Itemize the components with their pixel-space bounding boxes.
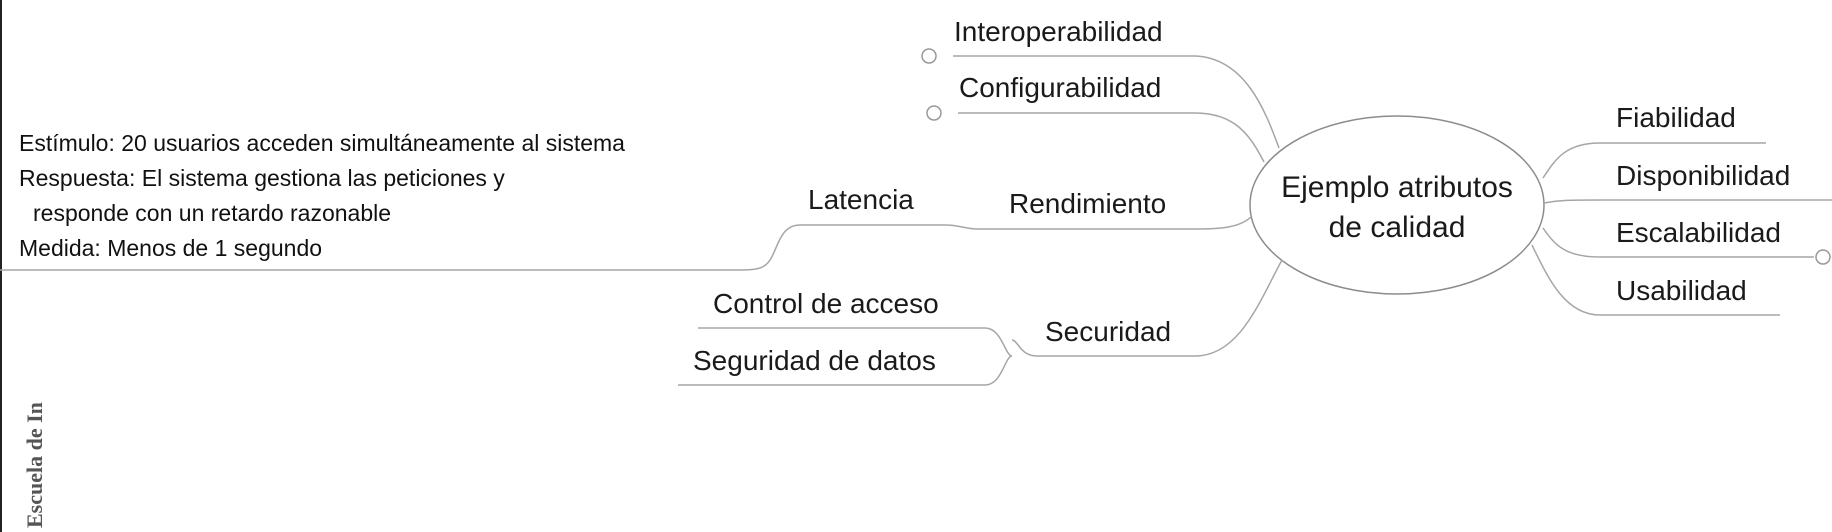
connector-fiabilidad — [1542, 142, 1766, 179]
connector-escalabilidad — [1542, 227, 1814, 258]
topic-escalabilidad[interactable]: Escalabilidad — [1616, 217, 1781, 248]
central-topic-ellipse — [1249, 115, 1545, 295]
connector-disponibilidad — [1543, 199, 1832, 204]
topic-disponibilidad[interactable]: Disponibilidad — [1616, 160, 1791, 191]
connector-rendimiento-latencia — [0, 215, 1253, 271]
topic-securidad[interactable]: Securidad — [1045, 316, 1172, 347]
connector-configurabilidad — [958, 112, 1265, 163]
connector-interoperabilidad — [953, 55, 1280, 149]
central-topic-line1: Ejemplo atributos — [1281, 171, 1513, 204]
note-respuesta-cont: responde con un retardo razonable — [33, 200, 392, 226]
side-watermark: Escuela de In — [22, 402, 47, 528]
topic-control-de-acceso[interactable]: Control de acceso — [713, 288, 939, 319]
connector-control-acceso — [698, 327, 1013, 357]
note-medida: Medida: Menos de 1 segundo — [19, 235, 323, 261]
topic-interoperabilidad[interactable]: Interoperabilidad — [954, 16, 1163, 47]
connector-seguridad-datos — [678, 355, 1013, 386]
collapse-handle-configurabilidad[interactable] — [926, 105, 942, 121]
central-topic-line2: de calidad — [1328, 211, 1466, 244]
topic-configurabilidad[interactable]: Configurabilidad — [959, 72, 1162, 103]
connector-usabilidad — [1531, 244, 1780, 316]
note-estimulo: Estímulo: 20 usuarios acceden simultánea… — [19, 130, 625, 156]
topic-latencia[interactable]: Latencia — [808, 184, 914, 215]
topic-usabilidad[interactable]: Usabilidad — [1616, 275, 1747, 306]
topic-rendimiento[interactable]: Rendimiento — [1009, 188, 1167, 219]
topic-seguridad-de-datos[interactable]: Seguridad de datos — [693, 345, 936, 376]
central-topic[interactable]: Ejemplo atributos de calidad — [1252, 168, 1542, 248]
topic-fiabilidad[interactable]: Fiabilidad — [1616, 102, 1736, 133]
note-respuesta: Respuesta: El sistema gestiona las petic… — [19, 165, 505, 191]
collapse-handle-escalabilidad[interactable] — [1815, 249, 1831, 265]
collapse-handle-interoperabilidad[interactable] — [921, 48, 937, 64]
connector-securidad — [1011, 259, 1283, 357]
